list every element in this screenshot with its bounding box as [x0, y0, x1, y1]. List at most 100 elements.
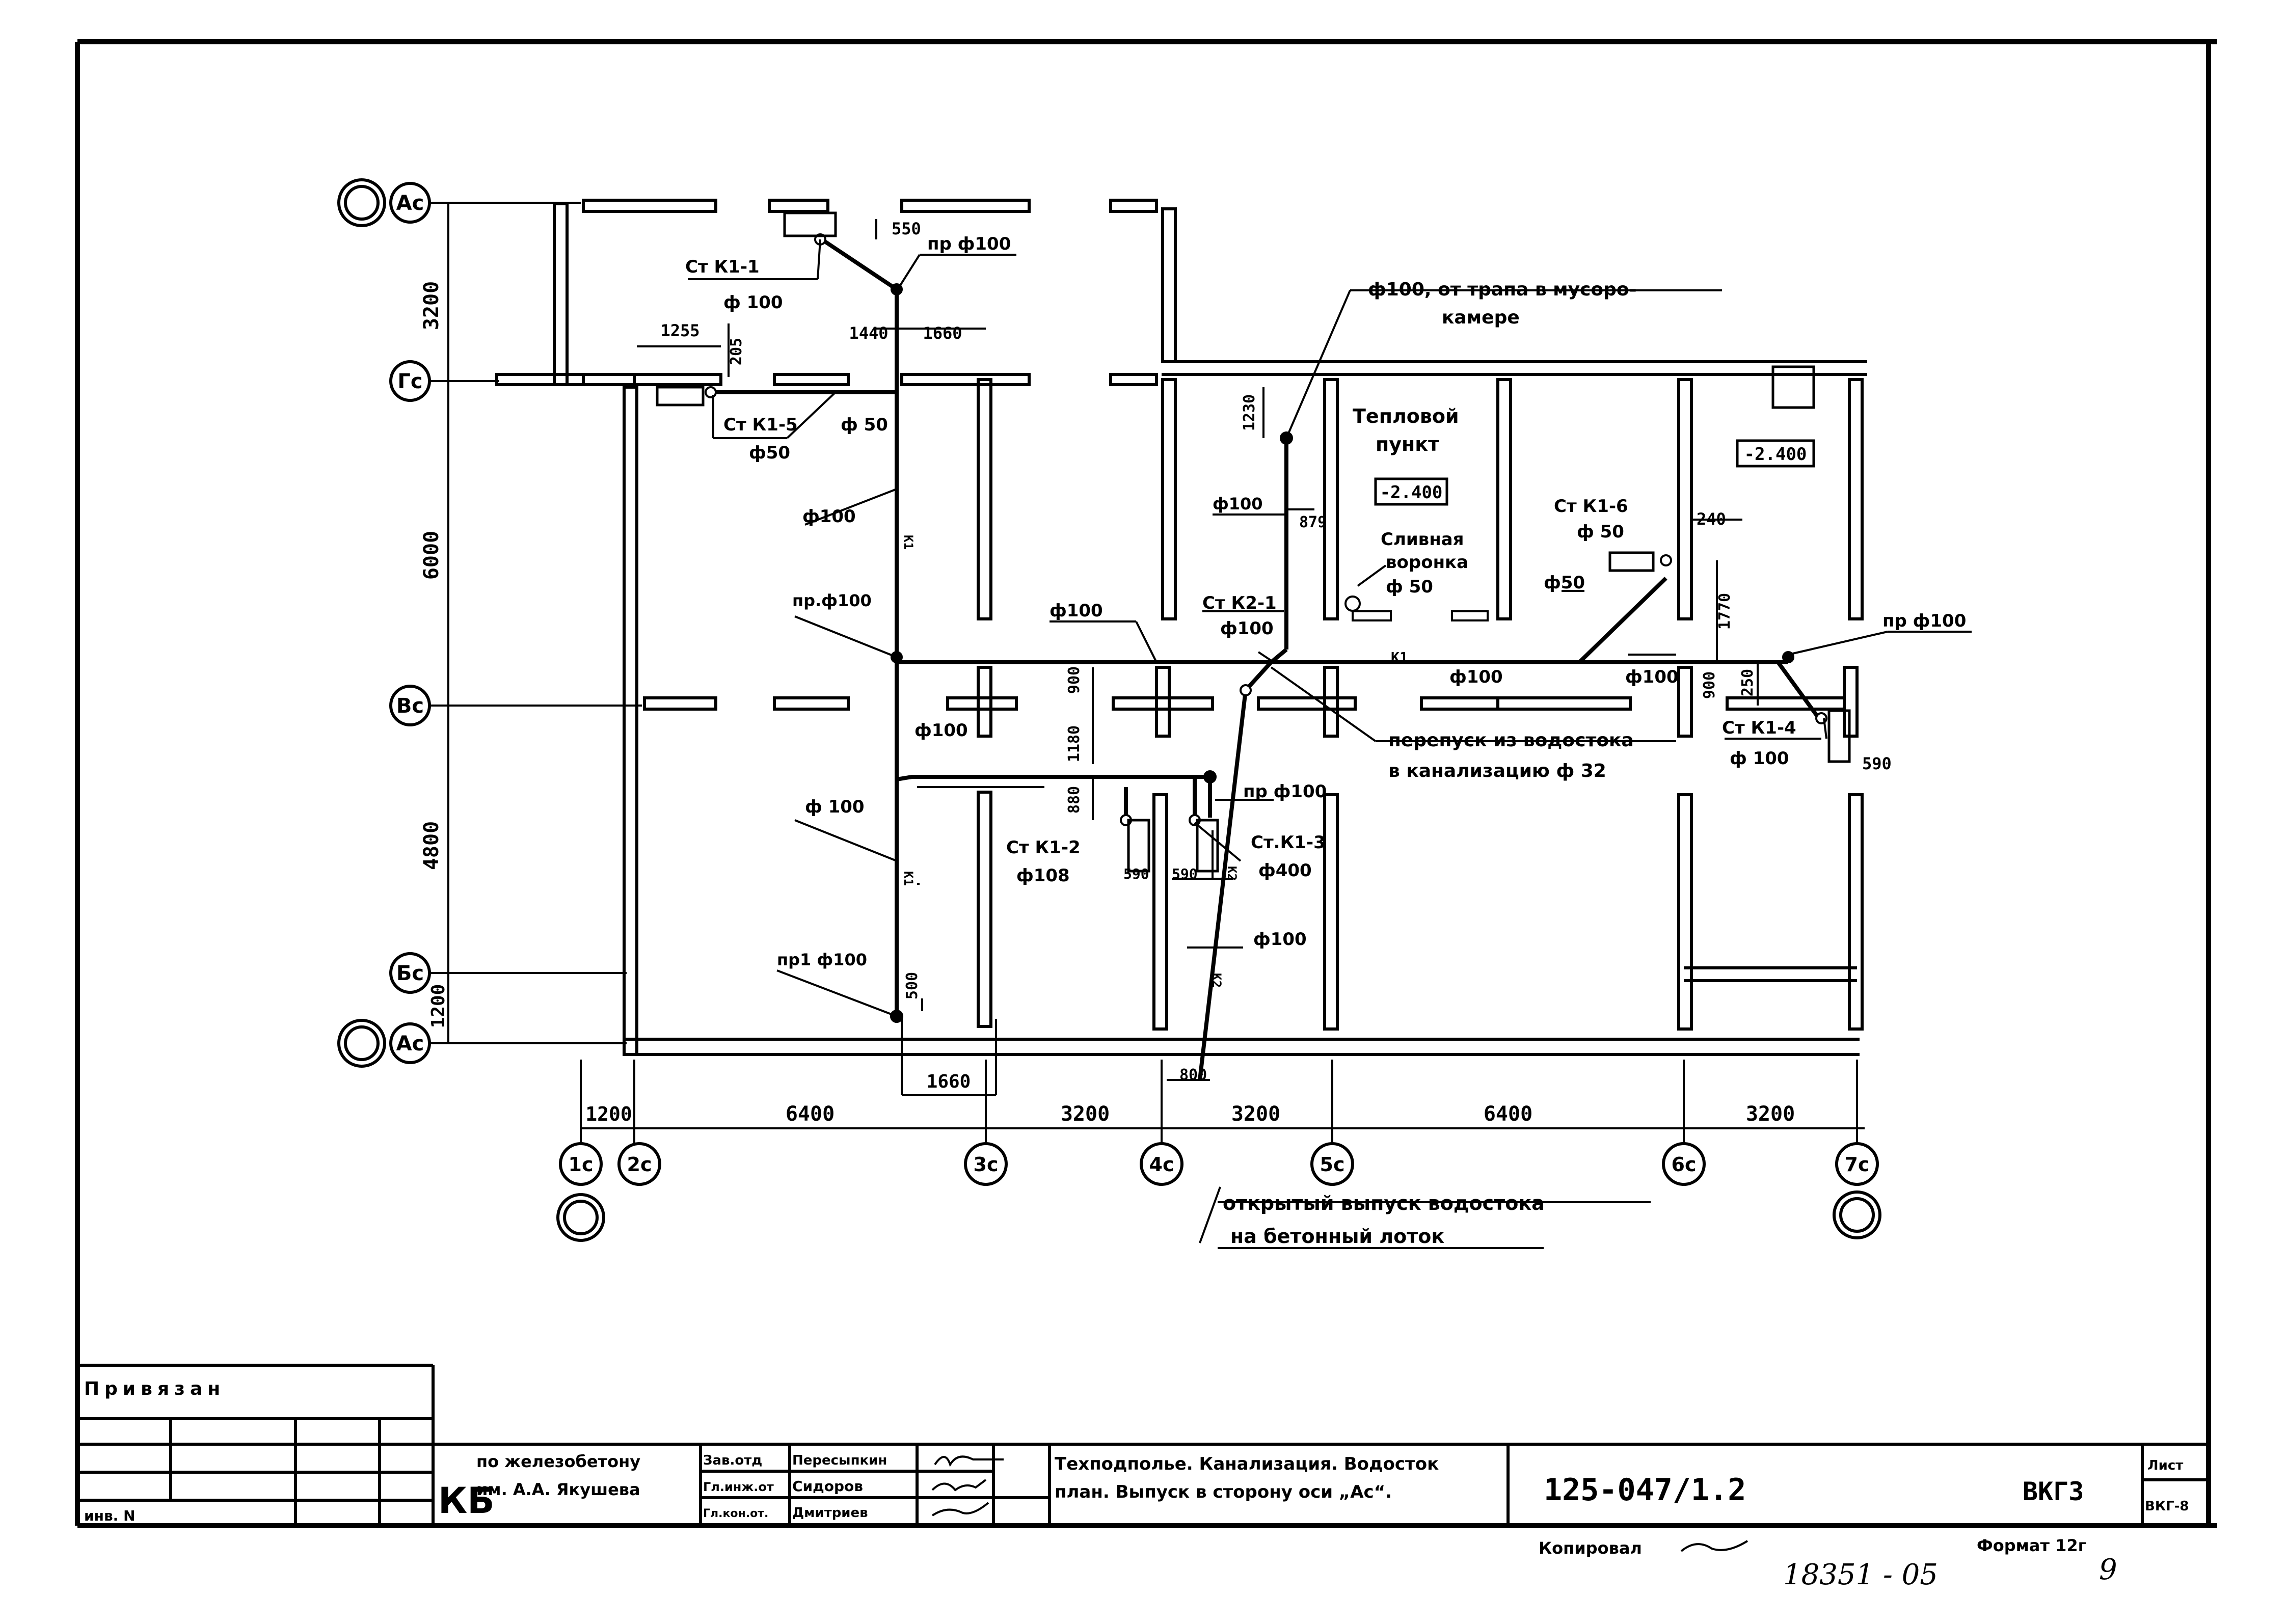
main-dimensions: 3200 6000 4800 1200 1200 6400 3200 3200 …	[420, 281, 1795, 1126]
row-axis-labels: Aс Гс Вс Бс Ас	[396, 192, 424, 1055]
label-stk1-2: Ст К1-2	[1006, 837, 1081, 858]
sheet-code: ВКГ3	[2023, 1477, 2084, 1506]
leader-lines	[637, 219, 1972, 1249]
label-800: 800	[1179, 1066, 1207, 1084]
label-perepusk-1: перепуск из водостока	[1388, 730, 1634, 751]
axis-label-2c: 2с	[627, 1153, 652, 1176]
org-line-1: по железобетону	[476, 1452, 640, 1471]
label-stk2-1: Ст К2-1	[1202, 593, 1277, 613]
label-d100-v1: ф100	[802, 506, 856, 527]
inv-label: инв. N	[84, 1507, 136, 1524]
label-d100-k: ф100	[1253, 929, 1307, 950]
label-k1-v1: К1	[901, 535, 916, 550]
role-2: Гл.инж.от	[703, 1480, 774, 1494]
label-stk1-3: Ст.К1-3	[1251, 832, 1326, 853]
label-perepusk-2: в канализацию ф 32	[1388, 761, 1606, 781]
handwritten-page: 9	[2099, 1553, 2117, 1586]
label-k1-mark: К1	[1391, 649, 1408, 666]
kb-mark: КБ	[438, 1480, 495, 1522]
fixtures	[656, 211, 1851, 873]
label-d50-a: ф50	[749, 443, 790, 463]
dim-3200-bottom-b: 3200	[1231, 1102, 1280, 1126]
title-block-text: Привязан инв. N КБ по железобетону им. А…	[84, 1378, 2189, 1591]
sheet-title-2: план. Выпуск в сторону оси „Ас“.	[1055, 1482, 1392, 1502]
level-boxes	[1374, 439, 1815, 506]
label-prf100-b: пр.ф100	[792, 591, 872, 610]
sheet-title-1: Техподполье. Канализация. Водосток	[1055, 1454, 1439, 1474]
annotations: Ст К1-1 ф 100 пр ф100 550 1440 1660 1255…	[660, 219, 1966, 1248]
label-500: 500	[903, 972, 921, 999]
dimension-lines	[425, 202, 1865, 1144]
row-axis-bubbles	[337, 178, 431, 1068]
axis-label-ac-bottom: Ас	[396, 1032, 424, 1055]
label-205: 205	[728, 338, 745, 365]
label-900a: 900	[1065, 666, 1083, 694]
format-label: Формат 12г	[1977, 1536, 2086, 1555]
label-prf100-d: пр ф100	[1243, 781, 1327, 802]
label-1660b: 1660	[927, 1071, 971, 1092]
label-550: 550	[892, 219, 921, 238]
label-prf100-a: пр ф100	[927, 234, 1011, 254]
sewer-pipes	[706, 236, 1821, 1080]
floor-drain-hatches	[1352, 610, 1489, 621]
label-590a: 590	[1123, 865, 1149, 882]
label-590b: 590	[1172, 865, 1198, 882]
label-stk1-1: Ст К1-1	[685, 257, 760, 277]
label-k1-v2: К1	[901, 871, 916, 886]
label-stk1-6: Ст К1-6	[1554, 496, 1628, 517]
building-walls	[495, 199, 1867, 1056]
dim-4800-vertical: 4800	[420, 821, 443, 870]
label-d100-d: ф100	[1050, 601, 1103, 621]
label-d100-i: ф100	[914, 720, 968, 741]
handwritten-number: 18351 - 05	[1783, 1558, 1938, 1591]
axis-label-bc: Бс	[396, 962, 424, 985]
label-d108: ф108	[1016, 865, 1070, 886]
label-otkr-1: открытый выпуск водостока	[1223, 1192, 1545, 1214]
label-stk1-4: Ст К1-4	[1722, 718, 1796, 738]
axis-label-5c: 5с	[1320, 1153, 1345, 1176]
axis-label-4c: 4с	[1149, 1153, 1174, 1176]
title-block-lines	[77, 1364, 2209, 1526]
label-slivnaya-1: Сливная	[1381, 529, 1464, 550]
dim-6400-bottom-a: 6400	[786, 1102, 835, 1126]
label-879: 879	[1299, 513, 1327, 531]
label-d50-c: ф 50	[1386, 577, 1433, 597]
label-slivnaya-2: воронка	[1386, 552, 1468, 573]
label-otkr-2: на бетонный лоток	[1230, 1225, 1444, 1248]
label-d100-f: ф100	[1449, 667, 1503, 687]
dim-1200-bottom: 1200	[585, 1103, 632, 1125]
label-k2-v4: К2	[1209, 973, 1224, 988]
label-240: 240	[1697, 509, 1726, 529]
label-1255: 1255	[660, 321, 699, 340]
label-level-2: -2.400	[1744, 444, 1807, 465]
list-value: ВКГ-8	[2145, 1499, 2189, 1514]
axis-label-1c: 1с	[569, 1153, 594, 1176]
axis-label-vc: Вс	[396, 694, 424, 718]
label-d100-h: ф 100	[1730, 748, 1789, 769]
name-2: Сидоров	[792, 1478, 863, 1495]
label-1770: 1770	[1716, 593, 1734, 630]
label-d50-b: ф 50	[841, 415, 888, 435]
axis-label-ac-top: Aс	[396, 192, 424, 215]
signatures	[931, 1455, 1748, 1552]
label-1180: 1180	[1065, 725, 1083, 762]
label-d100-c: ф100	[1213, 494, 1263, 513]
label-teplovoi-2: пункт	[1376, 433, 1439, 455]
sheet-frame	[75, 39, 2217, 1528]
label-d400: ф400	[1258, 860, 1312, 881]
dim-6400-bottom-b: 6400	[1484, 1102, 1532, 1126]
label-pr1f100: пр1 ф100	[777, 950, 867, 969]
label-d50-d: ф50	[1544, 573, 1585, 593]
label-590c: 590	[1862, 754, 1892, 773]
label-d50-e: ф 50	[1577, 522, 1624, 542]
label-level-1: -2.400	[1380, 482, 1443, 503]
list-label: Лист	[2147, 1458, 2183, 1473]
org-line-2: им. А.А. Якушева	[476, 1480, 640, 1499]
dim-6000-vertical: 6000	[420, 531, 443, 580]
label-1440: 1440	[849, 323, 888, 343]
axis-label-gc: Гс	[397, 370, 422, 393]
label-prf100-c: пр ф100	[1882, 611, 1966, 631]
axis-label-3c: 3с	[974, 1153, 999, 1176]
label-teplovoi-1: Тепловой	[1353, 405, 1459, 427]
